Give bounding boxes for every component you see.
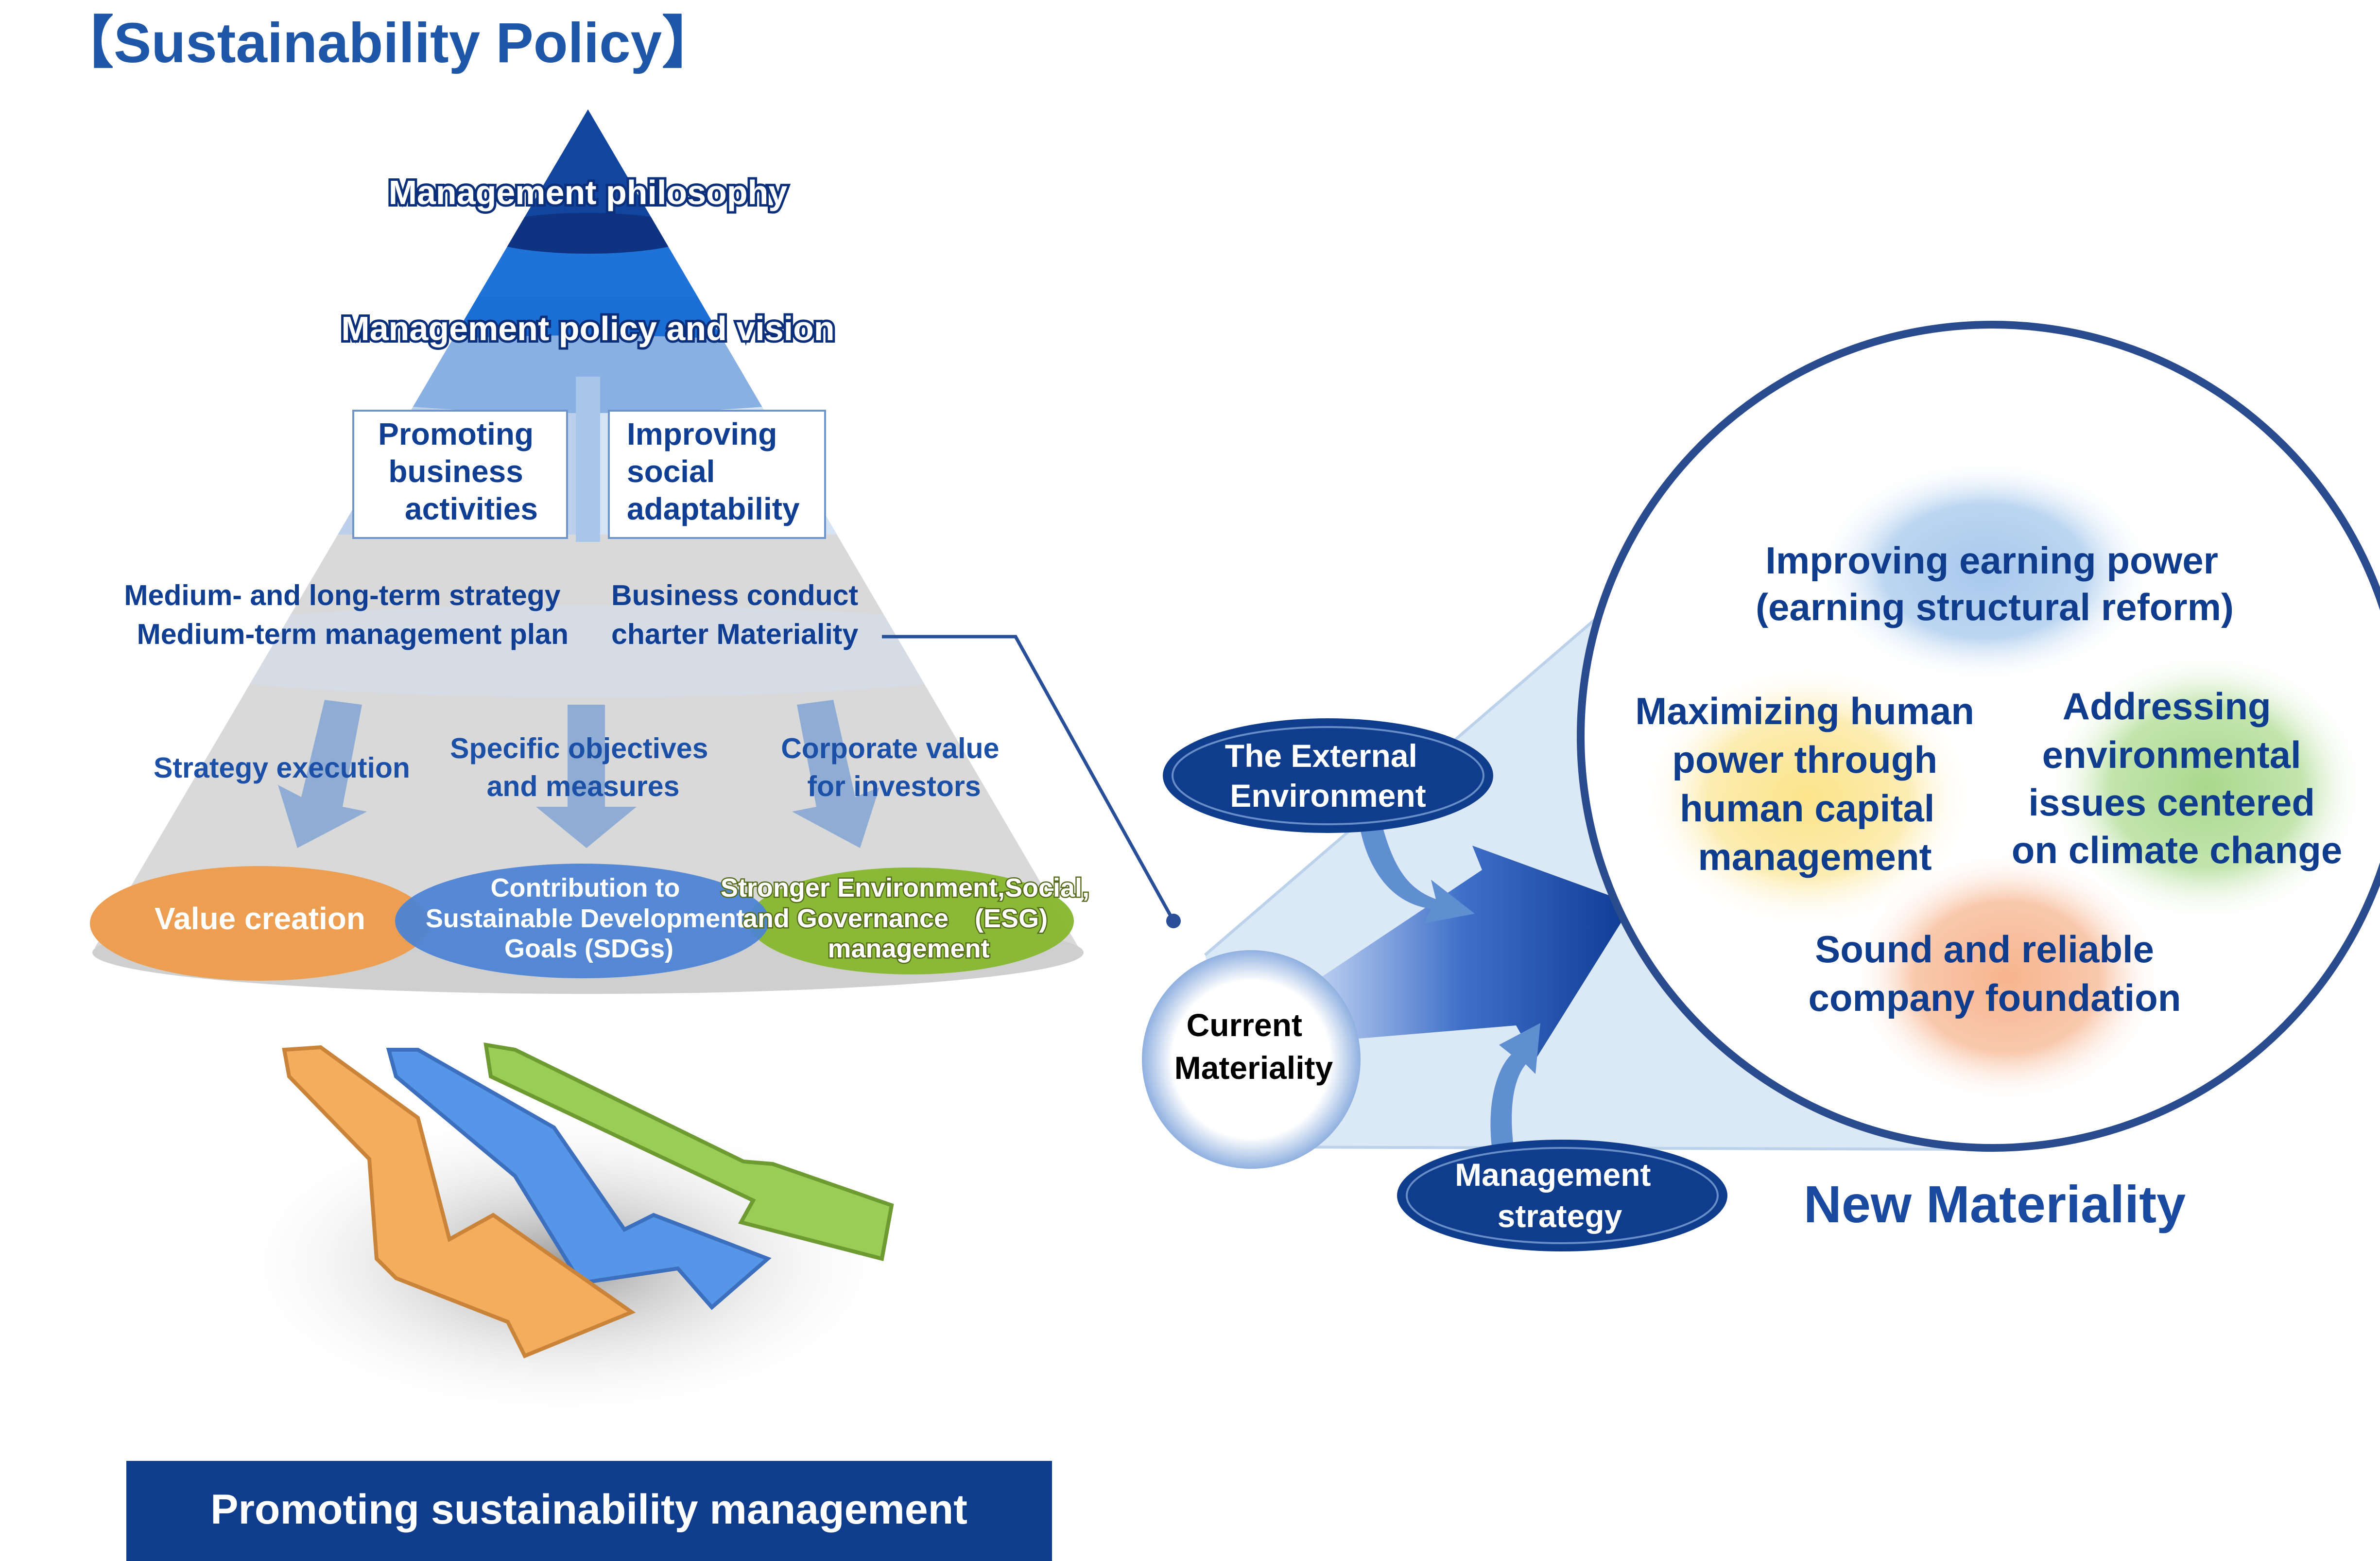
esg-text: Stronger Environment,Social, and Governa… <box>721 873 1097 963</box>
conduct-charter-text: Business conduct charter Materiality <box>611 579 866 650</box>
orange-curved-arrow-icon <box>282 1045 636 1359</box>
strategy-execution-text: Strategy execution <box>154 752 410 784</box>
materiality-environment: Addressing environmental issues centered… <box>2012 685 2343 871</box>
blob-yellow <box>1642 666 1973 928</box>
specific-objectives-text: Specific objectives and measures <box>450 732 716 802</box>
blob-orange <box>1851 850 2162 1103</box>
value-creation-text: Value creation <box>155 901 365 936</box>
strategy-plan-text: Medium- and long-term strategy Medium-te… <box>124 579 569 650</box>
improving-adaptability-text: Improving social adaptability <box>627 416 800 526</box>
materiality-human-power: Maximizing human power through human cap… <box>1635 690 1984 878</box>
esg-oval <box>748 867 1074 974</box>
strategy-arrow-icon <box>1490 1023 1540 1147</box>
management-philosophy-label: Management philosophy <box>389 173 788 211</box>
promoting-business-text: Promoting business activities <box>378 416 542 526</box>
management-strategy-text: Management strategy <box>1455 1157 1660 1234</box>
external-environment-oval <box>1163 718 1493 833</box>
promoting-business-box <box>352 410 568 539</box>
down-arrow-right-icon <box>792 700 880 848</box>
blob-blue <box>1815 459 2155 683</box>
value-creation-oval <box>90 866 430 981</box>
management-strategy-oval <box>1397 1140 1727 1251</box>
materiality-foundation: Sound and reliable company foundation <box>1809 928 2181 1019</box>
sustainability-banner <box>126 1461 1052 1561</box>
down-arrow-left-icon <box>278 700 367 848</box>
curved-arrows <box>282 1042 894 1359</box>
improving-adaptability-box <box>608 410 826 539</box>
down-arrow-mid-icon <box>536 705 637 848</box>
sdgs-oval <box>395 864 769 978</box>
banner-text: Promoting sustainability management <box>210 1486 967 1533</box>
connector-dot <box>1166 914 1181 928</box>
management-strategy-highlight <box>1406 1147 1719 1244</box>
sdgs-text: Contribution to Sustainable Development … <box>426 873 752 963</box>
big-growth-arrow-icon <box>1322 846 1633 1059</box>
page-title: 【Sustainability Policy】 <box>57 11 718 74</box>
new-materiality-circle <box>1577 321 2380 1152</box>
management-policy-vision-label: Management policy and vision <box>341 310 834 347</box>
blob-green <box>2046 651 2366 923</box>
green-curved-arrow-icon <box>483 1042 894 1261</box>
current-materiality-circle <box>1142 950 1361 1169</box>
external-environment-highlight <box>1172 726 1484 825</box>
external-arrow-icon <box>1361 826 1475 923</box>
blue-curved-arrow-icon <box>386 1048 772 1310</box>
external-environment-text: The External Environment <box>1225 738 1426 814</box>
corporate-value-text: Corporate value for investors <box>781 732 1007 802</box>
materiality-earning-power: Improving earning power (earning structu… <box>1756 539 2234 628</box>
down-arrows <box>278 700 880 848</box>
new-materiality-label: New Materiality <box>1804 1175 2186 1233</box>
materiality-connector-line <box>882 635 1175 922</box>
current-materiality-text: Current Materiality <box>1174 1007 1333 1086</box>
